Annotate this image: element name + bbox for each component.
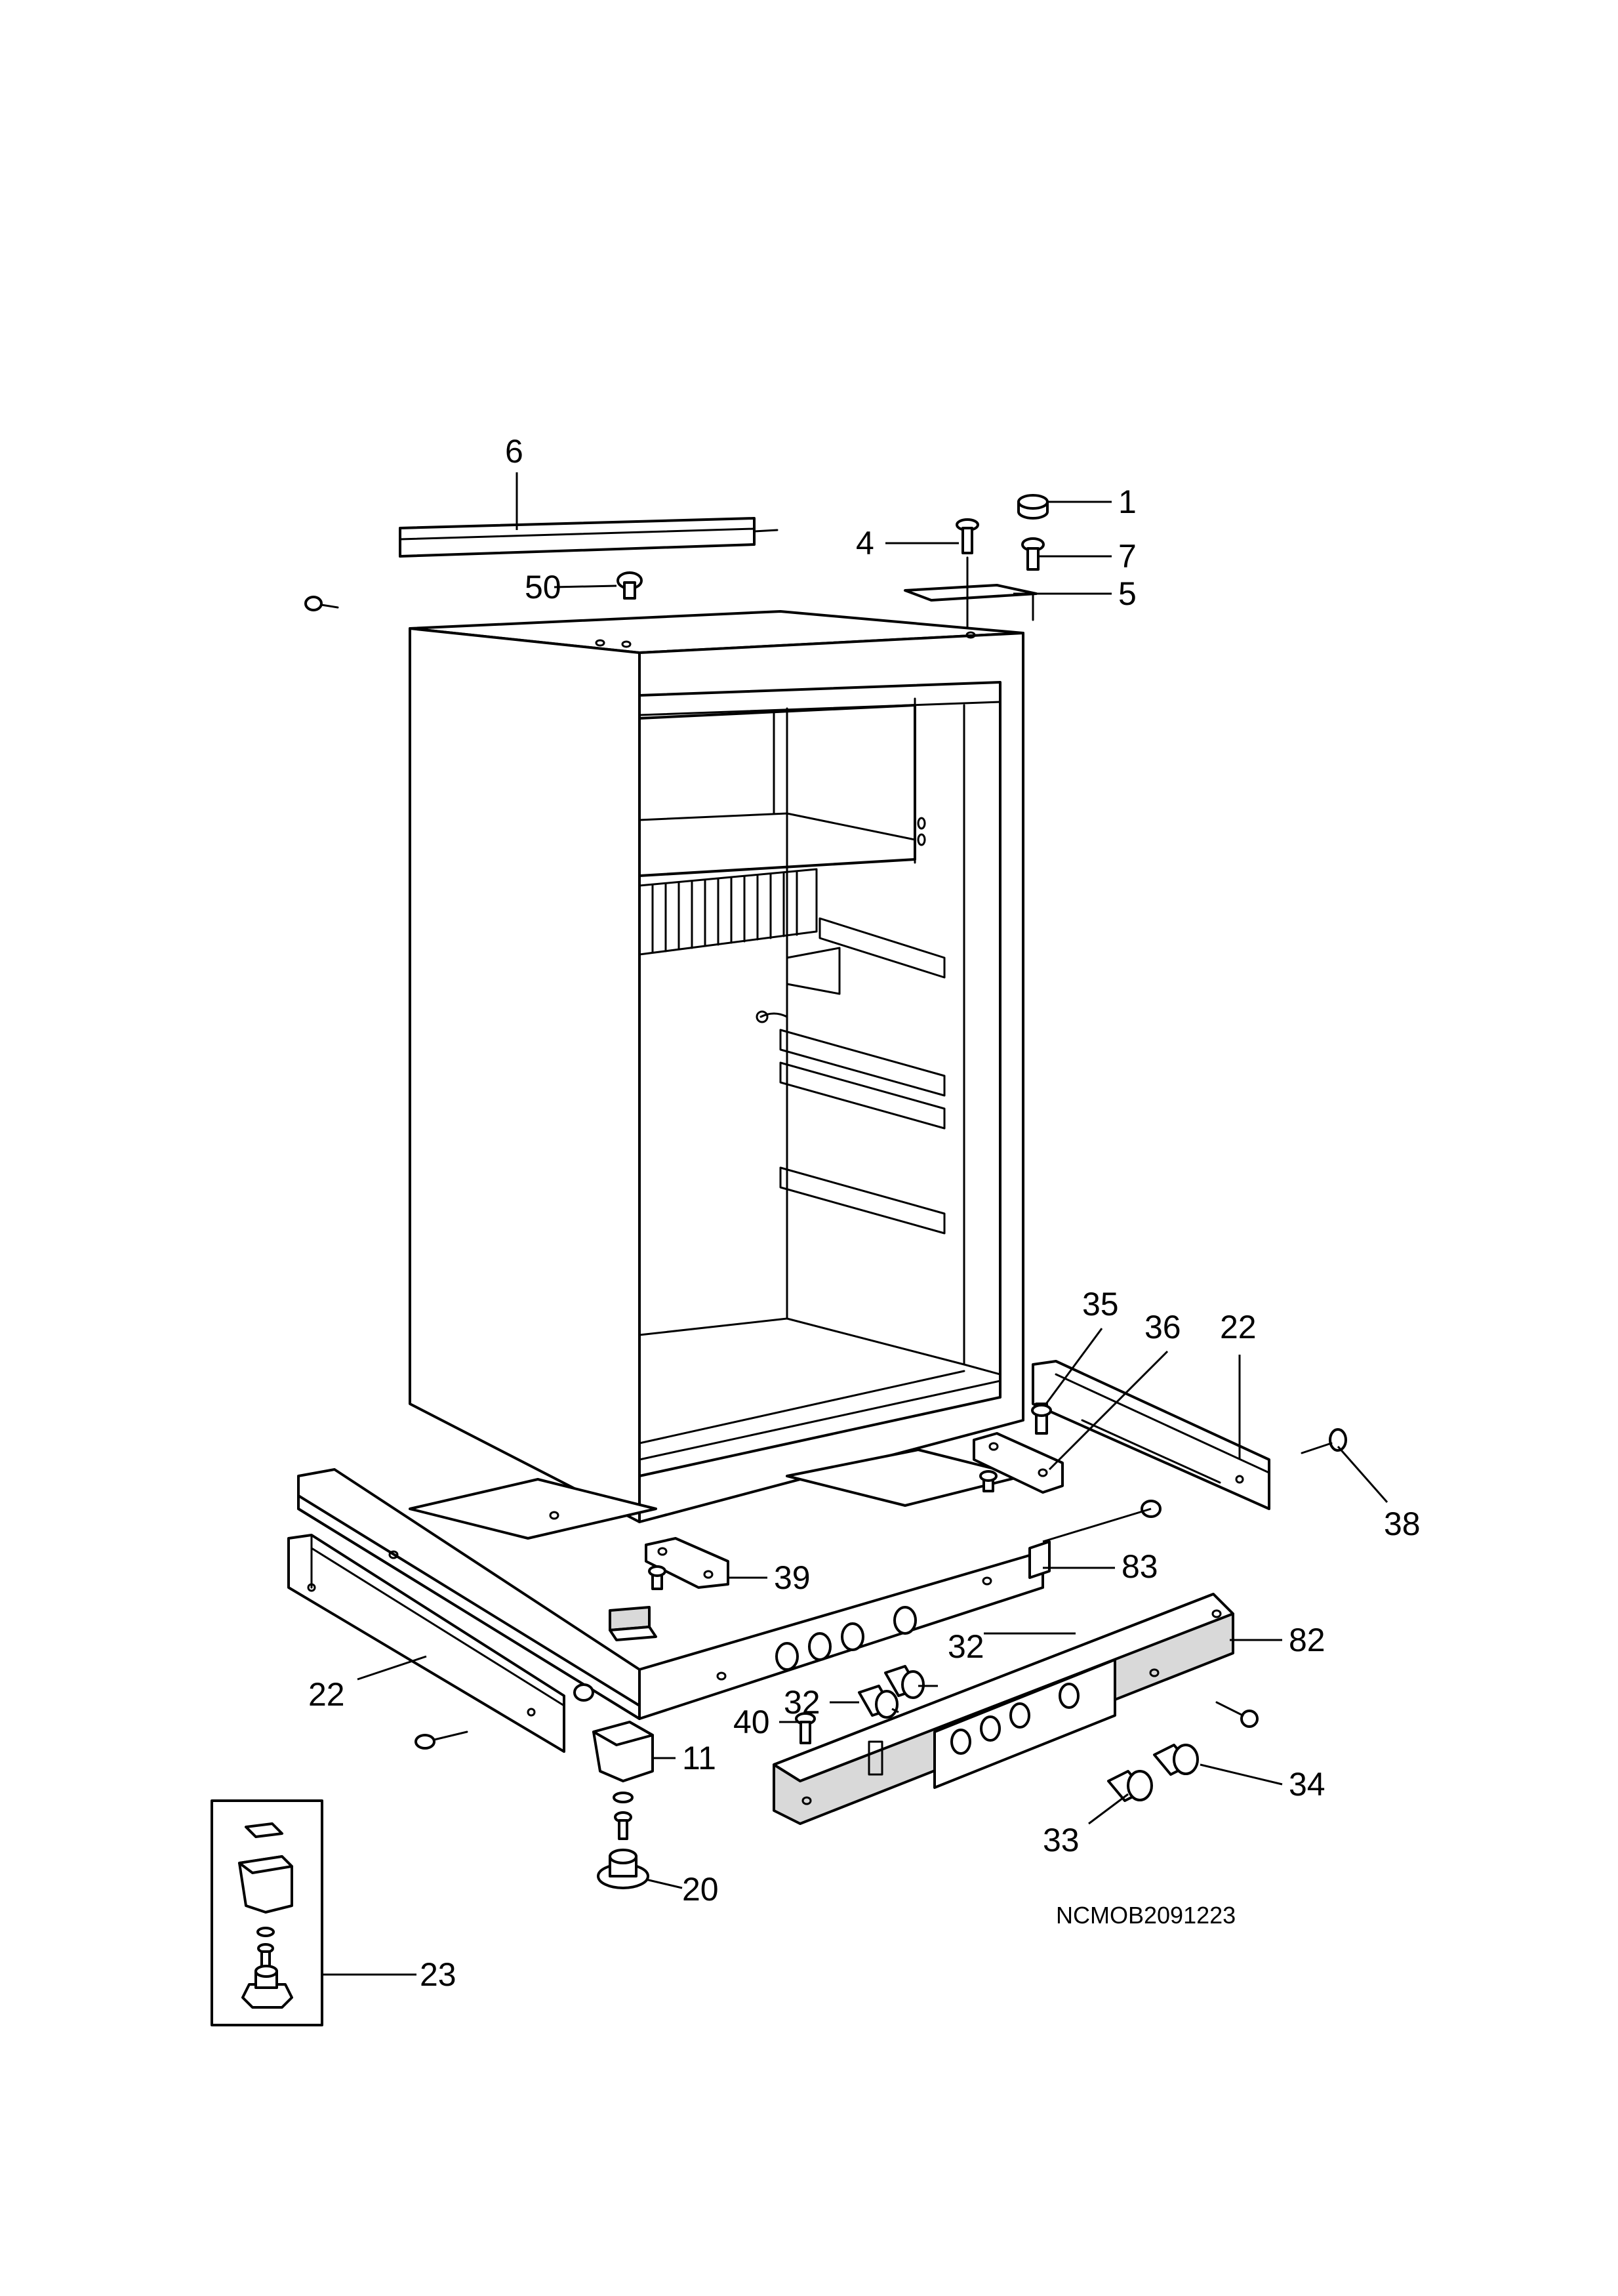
callout-32-lower: 32 — [784, 1684, 820, 1721]
part-foot-washer — [613, 1792, 634, 1803]
part-foot-socket — [592, 1721, 654, 1782]
callout-22-left: 22 — [308, 1676, 345, 1713]
part-screw-kickplate — [1215, 1701, 1259, 1728]
part-screw-left-rail — [415, 1731, 468, 1750]
callout-39: 39 — [774, 1559, 811, 1596]
callout-34: 34 — [1289, 1766, 1325, 1803]
evaporator-fins — [638, 868, 818, 956]
part-screw-40 — [795, 1712, 816, 1744]
callout-32-upper: 32 — [948, 1628, 984, 1665]
part-kickplate — [773, 1593, 1234, 1825]
callout-22-right: 22 — [1220, 1309, 1257, 1345]
part-screw-top-left — [304, 596, 339, 611]
callout-50: 50 — [525, 569, 561, 605]
callout-35: 35 — [1082, 1286, 1119, 1322]
callout-20: 20 — [682, 1871, 719, 1908]
callout-33: 33 — [1043, 1822, 1080, 1858]
part-plug — [617, 571, 643, 600]
part-knob-34 — [1153, 1744, 1199, 1776]
part-screw-4 — [956, 518, 979, 554]
callout-5: 5 — [1118, 575, 1137, 612]
callout-23: 23 — [420, 1956, 456, 1993]
part-right-trim-rail — [1032, 1360, 1270, 1510]
callout-6: 6 — [505, 433, 523, 470]
part-left-trim-rail — [287, 1534, 594, 1753]
drawing-code: NCMOB2091223 — [1056, 1902, 1236, 1929]
callout-36: 36 — [1144, 1309, 1181, 1345]
part-hinge-bracket-39 — [645, 1537, 729, 1590]
callout-82: 82 — [1289, 1622, 1325, 1658]
part-cap — [1017, 494, 1049, 520]
callout-83: 83 — [1122, 1548, 1158, 1585]
part-foot-screw — [614, 1811, 632, 1840]
leader-lines — [322, 472, 1388, 1976]
part-screw-38 — [1301, 1428, 1347, 1454]
part-top-rail — [399, 517, 779, 558]
part-pin-35 — [1031, 1403, 1052, 1435]
part-bracket-clip — [609, 1606, 657, 1641]
part-cabinet — [409, 610, 1024, 1523]
callout-1: 1 — [1118, 483, 1137, 520]
part-screw-7 — [1021, 537, 1045, 571]
part-base-frame — [297, 1448, 1051, 1720]
part-adjustable-foot — [597, 1849, 649, 1889]
part-knob-32-upper — [884, 1665, 925, 1699]
part-foot-kit-box — [211, 1799, 323, 2026]
callouts: 6 1 4 7 50 5 35 36 22 38 83 39 82 32 32 … — [308, 433, 1421, 1993]
part-knob-33 — [1107, 1770, 1153, 1802]
callout-7: 7 — [1118, 538, 1137, 575]
callout-4: 4 — [856, 525, 874, 562]
part-knob-32-lower — [858, 1685, 899, 1719]
callout-40: 40 — [733, 1704, 770, 1740]
part-bracket-36 — [973, 1432, 1064, 1494]
shelf-rails — [756, 917, 946, 1235]
callout-11: 11 — [682, 1740, 716, 1776]
callout-38: 38 — [1384, 1506, 1421, 1542]
